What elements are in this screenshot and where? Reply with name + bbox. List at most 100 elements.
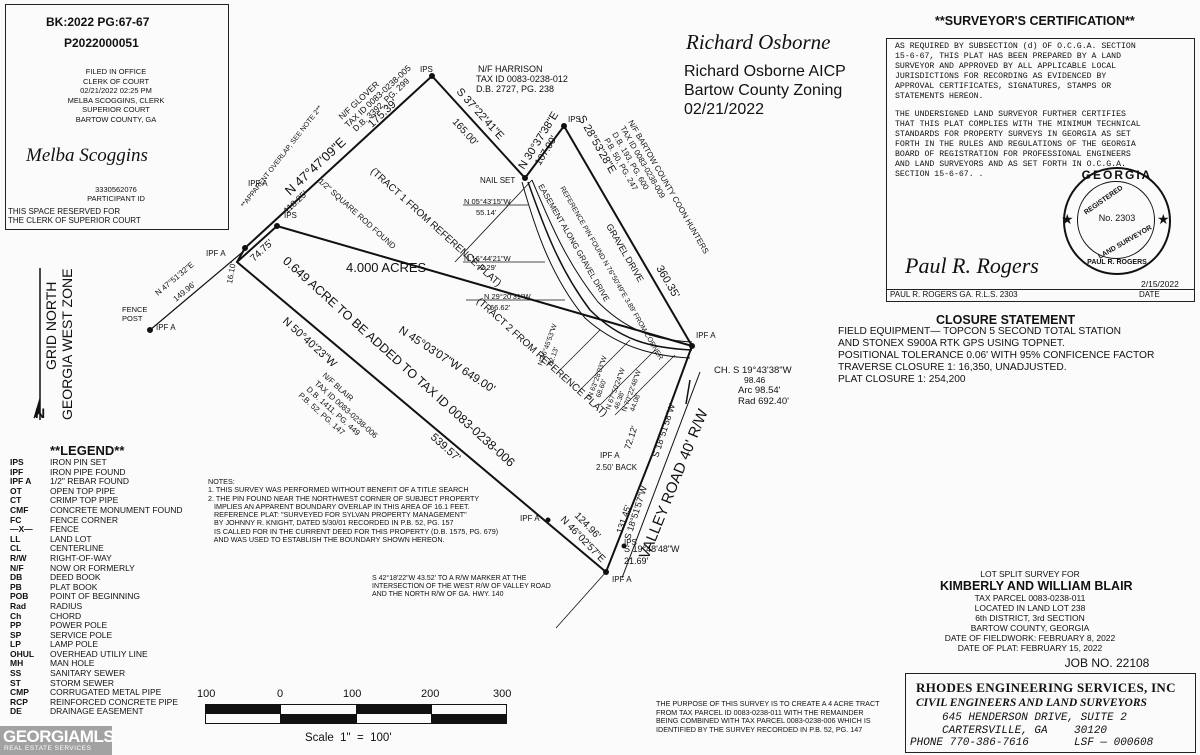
title-block: LOT SPLIT SURVEY FOR KIMBERLY AND WILLIA… [940, 569, 1133, 653]
seal-number: No. 2303 [1098, 213, 1136, 223]
scale-segment [431, 705, 506, 723]
harrison-deed: D.B. 2727, PG. 238 [476, 84, 554, 94]
title-line: 6th DISTRICT, 3rd SECTION [975, 613, 1085, 623]
easement-hatch [614, 354, 676, 416]
zoning-line: 02/21/2022 [684, 101, 765, 118]
cert-line: SURVEYOR AND APPROVED BY ALL APPLICABLE … [895, 62, 1117, 71]
ipf-a-label: IPF A [696, 331, 716, 340]
scale-tick-label: 100 [197, 688, 216, 700]
legend-desc: CENTERLINE [50, 543, 104, 554]
cert-line: THE UNDERSIGNED LAND SURVEYOR FURTHER CE… [895, 110, 1126, 119]
title-line: BARTOW COUNTY, GEORGIA [970, 623, 1090, 633]
signature-line [887, 289, 1194, 290]
bearing-s19: S 19°48'48"W [624, 544, 680, 554]
ipf-a-label: IPF A [156, 323, 176, 332]
legend-desc: IRON PIN SET [50, 457, 107, 467]
legend-row: —X—FENCE [10, 525, 183, 535]
gravel-bearing: N 16°44'21"W [464, 254, 512, 263]
cert-line: STANDARDS FOR PROPERTY SURVEYS IN GEORGI… [895, 130, 1131, 139]
legend-desc: RADIUS [50, 600, 83, 611]
legend-abbr: PB [10, 581, 22, 592]
gravel-distance: 72.29' [476, 263, 497, 272]
legend-abbr: FC [10, 514, 22, 525]
company-box: RHODES ENGINEERING SERVICES, INC CIVIL E… [905, 673, 1196, 753]
certification-box: AS REQUIRED BY SUBSECTION (d) OF O.C.G.A… [886, 38, 1195, 302]
legend-abbr: CT [10, 495, 22, 506]
participant-label: PARTICIPANT ID [87, 194, 145, 203]
corner-pin [561, 123, 567, 129]
company-subtitle: CIVIL ENGINEERS AND LAND SURVEYORS [916, 697, 1147, 709]
legend-desc: CRIMP TOP PIPE [50, 495, 119, 506]
survey-notes: NOTES: 1. THIS SURVEY WAS PERFORMED WITH… [208, 477, 498, 544]
closure-line: FIELD EQUIPMENT— TOPCON 5 SECOND TOTAL S… [838, 326, 1122, 337]
legend-desc: FENCE [50, 524, 79, 535]
legend-desc: FENCE CORNER [50, 514, 119, 525]
legend-title: **LEGEND** [50, 443, 125, 458]
distance-16: 16.10' [225, 261, 238, 284]
filed-stamp: FILED IN OFFICE CLERK OF COURT 02/21/202… [26, 67, 206, 124]
ipf-a-label: IPF A [600, 451, 620, 460]
cert-line: AS REQUIRED BY SUBSECTION (d) OF O.C.G.A… [895, 42, 1136, 51]
reserved-line: THE CLERK OF SUPERIOR COURT [8, 216, 141, 225]
instrument-number: P2022000051 [64, 36, 139, 50]
scale-label: Scale 1" = 100' [305, 732, 392, 744]
note-line: 1. THIS SURVEY WAS PERFORMED WITHOUT BEN… [208, 485, 469, 495]
company-lsf: LSF — 000608 [1074, 737, 1154, 749]
company-name: RHODES ENGINEERING SERVICES, INC [916, 680, 1176, 695]
legend-abbr: OHUL [10, 648, 35, 659]
filed-line: 02/21/2022 02:25 PM [80, 86, 152, 95]
zone-label: GEORGIA WEST ZONE [59, 269, 75, 420]
bearing-s18a: S 18°51'58"W [650, 402, 677, 458]
ips-label: IPS [568, 115, 581, 124]
distance-72: 72.12' [622, 424, 639, 450]
legend-abbr: R/W [10, 552, 27, 563]
acreage-label: 4.000 ACRES [346, 260, 427, 275]
gravel-distance: 66.62' [490, 303, 511, 312]
road-label: VALLEY ROAD 40' R/W [636, 406, 712, 561]
closure-line: TRAVERSE CLOSURE 1: 16,350, UNADJUSTED. [838, 362, 1067, 373]
participant-id: 3330562076 PARTICIPANT ID [26, 185, 206, 203]
survey-purpose: THE PURPOSE OF THIS SURVEY IS TO CREATE … [656, 699, 880, 734]
legend-abbr: CMF [10, 504, 29, 515]
certification-title: **SURVEYOR'S CERTIFICATION** [935, 14, 1135, 28]
cert-paragraph-2: THE UNDERSIGNED LAND SURVEYOR FURTHER CE… [895, 110, 1141, 180]
ipf-a-label: IPF A [206, 249, 226, 258]
harrison-owner: N/F HARRISON [478, 64, 543, 74]
title-line: DATE OF PLAT: FEBRUARY 15, 2022 [957, 643, 1103, 653]
legend-desc: OPEN TOP PIPE [50, 485, 116, 496]
title-line: DATE OF FIELDWORK: FEBRUARY 8, 2022 [944, 633, 1116, 643]
highway-note: AND THE NORTH R/W OF GA. HWY. 140 [372, 591, 504, 598]
gravel-distance: 55.14' [476, 208, 497, 217]
legend-desc: NOW OR FORMERLY [50, 562, 135, 573]
legend-abbr: DE [10, 706, 22, 717]
corner-pin [689, 343, 695, 349]
north-arrow-head [33, 397, 41, 419]
legend-desc: STORM SEWER [50, 677, 115, 688]
gravel-bearing: N 29°20'31"W [484, 292, 532, 301]
easement-hatch [559, 329, 601, 371]
company-address-1: 645 HENDERSON DRIVE, SUITE 2 [942, 712, 1127, 724]
clerk-stamp-box: BK:2022 PG:67-67 P2022000051 FILED IN OF… [5, 4, 229, 230]
legend-abbr: Ch [10, 610, 22, 621]
curve-data: CH. S 19°43'38"W 98.46 Arc 98.54' Rad 69… [714, 365, 792, 407]
corner-pin [242, 245, 248, 251]
ips-label: IPS [284, 211, 297, 220]
legend-abbr: DB [10, 572, 23, 583]
legend-desc: POWER POLE [50, 620, 108, 631]
road-arrow [685, 379, 691, 405]
surveyor-name-line: PAUL R. ROGERS GA. R.L.S. 2303 [890, 290, 1018, 299]
client-name: KIMBERLY AND WILLIAM BLAIR [940, 579, 1133, 593]
curve-chord-length: 98.46 [744, 375, 766, 385]
scale-tick-label: 300 [493, 688, 512, 700]
ips-label: IPS [624, 538, 637, 547]
